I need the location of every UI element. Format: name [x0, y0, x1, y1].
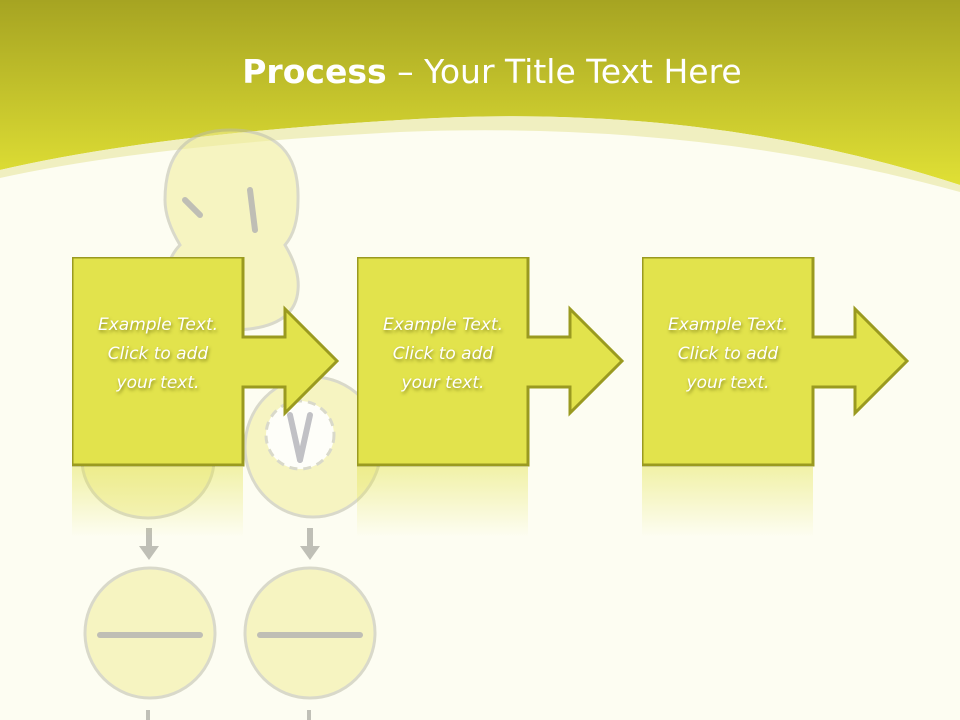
step-text-line: Click to add — [107, 344, 209, 364]
process-step-3[interactable]: Example Text. Click to add your text. — [642, 257, 912, 537]
step-text-line: your text. — [401, 373, 485, 393]
title-bold: Process — [242, 52, 387, 91]
title-rest: – Your Title Text Here — [386, 52, 742, 91]
step-text-line: Example Text. — [382, 315, 504, 335]
step-text[interactable]: Example Text. Click to add your text. — [357, 311, 529, 398]
reflection — [642, 467, 813, 537]
arrow-shape — [72, 257, 340, 467]
step-text-line: Click to add — [677, 344, 779, 364]
reflection — [357, 467, 528, 537]
step-text-line: your text. — [116, 373, 200, 393]
step-text[interactable]: Example Text. Click to add your text. — [642, 311, 814, 398]
arrow-shape — [357, 257, 625, 467]
step-text-line: your text. — [686, 373, 770, 393]
step-text-line: Click to add — [392, 344, 494, 364]
step-text-line: Example Text. — [667, 315, 789, 335]
process-step-2[interactable]: Example Text. Click to add your text. — [357, 257, 627, 537]
reflection — [72, 467, 243, 537]
step-text[interactable]: Example Text. Click to add your text. — [72, 311, 244, 398]
chromosomes — [97, 187, 363, 638]
process-step-1[interactable]: Example Text. Click to add your text. — [72, 257, 342, 537]
cell-arrows — [139, 528, 320, 720]
arrow-shape — [642, 257, 910, 467]
header-band — [0, 0, 960, 185]
step-text-line: Example Text. — [97, 315, 219, 335]
slide-title[interactable]: Process – Your Title Text Here — [0, 52, 960, 91]
